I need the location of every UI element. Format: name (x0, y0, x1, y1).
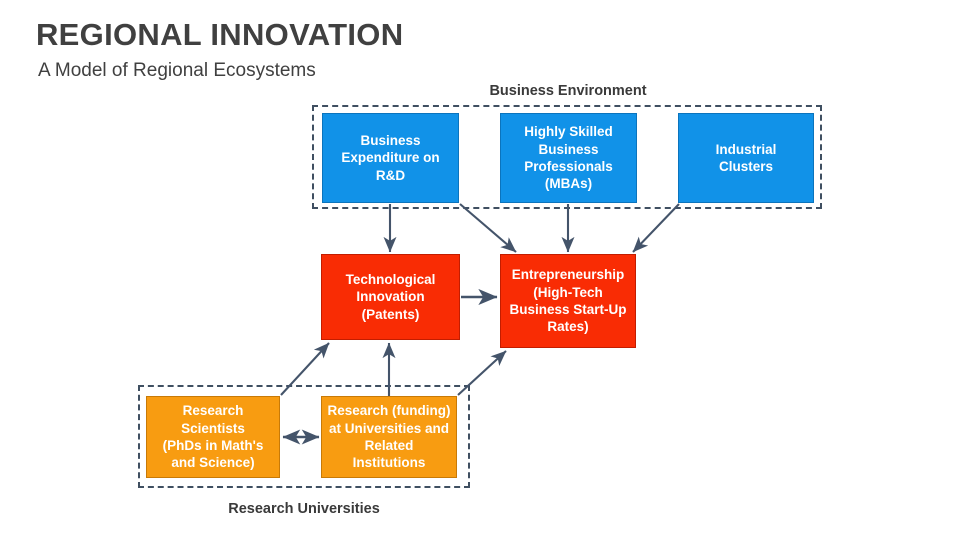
node-label: Business Expenditure on R&D (341, 133, 440, 183)
page-subtitle: A Model of Regional Ecosystems (38, 60, 316, 81)
node-label: Industrial Clusters (715, 141, 777, 174)
group-label-business-environment: Business Environment (489, 83, 647, 99)
node-highly-skilled-business-professionals[interactable]: Highly Skilled Business Professionals (M… (500, 113, 637, 203)
node-business-expenditure-rd[interactable]: Business Expenditure on R&D (322, 113, 459, 203)
node-technological-innovation[interactable]: Technological Innovation (Patents) (321, 254, 460, 340)
node-label: Research Scientists (PhDs in Math's and … (162, 403, 264, 471)
node-entrepreneurship[interactable]: Entrepreneurship (High-Tech Business Sta… (500, 254, 636, 348)
arrow-bexp-to-entrep (459, 203, 517, 253)
arrow-clusters-to-entrep (632, 203, 680, 253)
node-label: Technological Innovation (Patents) (345, 272, 436, 322)
node-research-scientists[interactable]: Research Scientists (PhDs in Math's and … (146, 396, 280, 478)
node-label: Highly Skilled Business Professionals (M… (524, 124, 613, 192)
node-label: Research (funding) at Universities and R… (327, 403, 451, 471)
page-title: REGIONAL INNOVATION (36, 17, 404, 52)
node-label: Entrepreneurship (High-Tech Business Sta… (509, 267, 627, 335)
group-label-research-universities: Research Universities (228, 501, 380, 517)
node-research-funding[interactable]: Research (funding) at Universities and R… (321, 396, 457, 478)
node-industrial-clusters[interactable]: Industrial Clusters (678, 113, 814, 203)
